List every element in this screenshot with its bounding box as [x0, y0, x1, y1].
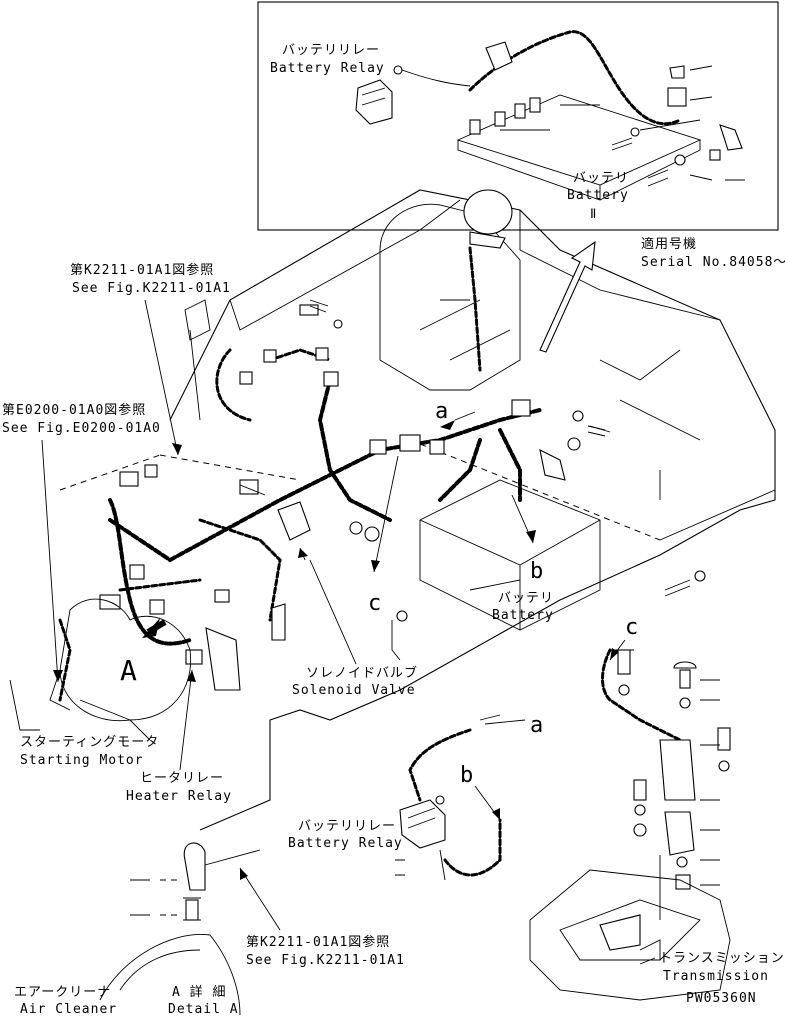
- label-battery-relay-top-jp: バッテリリレー: [282, 43, 380, 58]
- callout-b-mid: b: [530, 559, 543, 584]
- label-solenoid-valve-jp: ソレノイドバルブ: [306, 665, 418, 681]
- callout-a-mid: a: [435, 399, 448, 424]
- label-starting-motor-jp: スターティングモータ: [20, 735, 159, 750]
- label-see-k2211-top-en: See Fig.K2211-01A1: [72, 281, 231, 296]
- transmission-detail: [529, 648, 731, 1001]
- label-battery-top-en: Battery: [567, 188, 629, 203]
- label-battery-mid-jp: バッテリ: [498, 591, 554, 606]
- label-air-cleaner-en: Air Cleaner: [20, 1002, 117, 1017]
- callout-c-mid: c: [368, 591, 381, 616]
- label-starting-motor-en: Starting Motor: [20, 753, 144, 768]
- label-detail-a-en: Detail A: [168, 1002, 239, 1017]
- label-battery-top-num: Ⅱ: [590, 207, 597, 222]
- label-see-e0200-jp: 第E0200-01A0図参照: [2, 402, 146, 418]
- label-detail-a-jp: A 詳 細: [172, 984, 226, 1000]
- label-serial-en: Serial No.84058～: [641, 255, 785, 270]
- label-transmission-en: Transmission: [663, 969, 769, 984]
- label-air-cleaner-jp: エアークリーナ: [14, 985, 111, 1000]
- callout-a-bottom: a: [530, 713, 543, 738]
- callout-A-engine: A: [120, 654, 137, 687]
- label-battery-relay-bottom-jp: バッテリリレー: [298, 819, 396, 834]
- bottom-relay-detail: [395, 714, 502, 881]
- label-battery-mid-en: Battery: [492, 608, 554, 623]
- callout-b-bottom: b: [460, 763, 473, 788]
- label-battery-relay-top-en: Battery Relay: [270, 61, 385, 76]
- harness-connectors: [99, 299, 706, 691]
- label-see-k2211-top-jp: 第K2211-01A1図参照: [70, 262, 214, 278]
- label-heater-relay-jp: ヒータリレー: [140, 771, 224, 786]
- label-transmission-jp: トランスミッション: [659, 951, 785, 966]
- label-serial-jp: 適用号機: [641, 236, 697, 252]
- label-battery-top-jp: バッテリ: [573, 171, 629, 186]
- label-heater-relay-en: Heater Relay: [126, 789, 232, 804]
- inset-battery-detail: [257, 1, 779, 231]
- machine-body: [59, 189, 776, 831]
- engine-area: [49, 598, 192, 741]
- drawing-number: PW05360N: [686, 991, 757, 1006]
- detail-a: [99, 842, 261, 1016]
- label-see-k2211-bottom-jp: 第K2211-01A1図参照: [246, 934, 390, 950]
- label-see-k2211-bottom-en: See Fig.K2211-01A1: [246, 953, 405, 968]
- label-see-e0200-en: See Fig.E0200-01A0: [2, 421, 161, 436]
- label-battery-relay-bottom-en: Battery Relay: [288, 836, 403, 851]
- label-solenoid-valve-en: Solenoid Valve: [292, 683, 416, 698]
- callout-c-right: c: [625, 615, 638, 640]
